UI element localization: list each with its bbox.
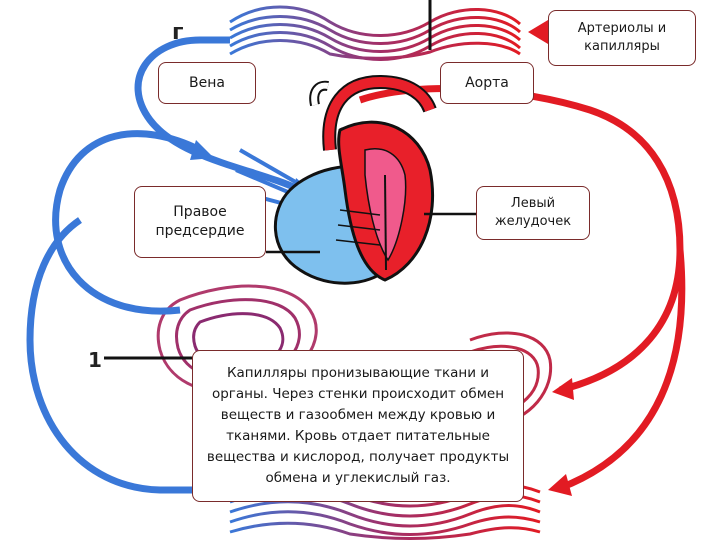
arterioles-label: Артериолы и капилляры: [548, 10, 696, 66]
heart: [273, 74, 437, 285]
right-atrium-label: Правое предсердие: [134, 186, 266, 258]
left-ventricle-label: Левый желудочек: [476, 186, 590, 240]
top-capillary-bed: [229, 0, 522, 61]
vein-label: Вена: [158, 62, 256, 104]
capillaries-description: Капилляры пронизывающие ткани и органы. …: [192, 350, 524, 502]
aorta-label: Аорта: [440, 62, 534, 104]
marker-g: г: [172, 20, 184, 45]
leader-lines: [266, 212, 476, 254]
marker-1: 1: [88, 348, 102, 372]
